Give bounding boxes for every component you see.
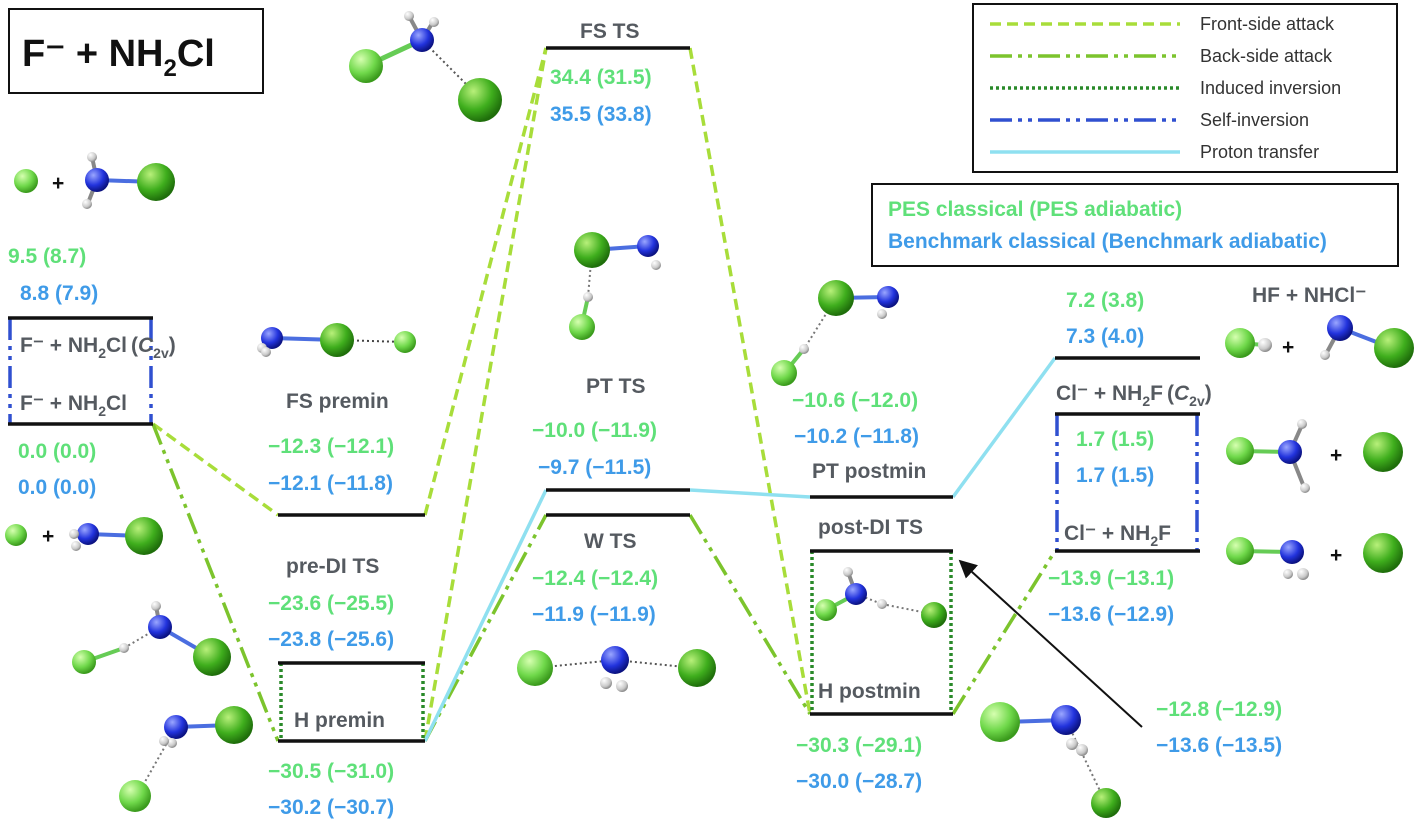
molecule-pt-postmin	[771, 280, 899, 386]
pre-di-ts-bench: −23.8 (−25.6)	[268, 628, 394, 651]
h-postmin-label: H postmin	[818, 680, 921, 703]
legend-row: Back-side attack	[990, 46, 1333, 66]
plus-sign: +	[52, 172, 64, 195]
legend-label: Back-side attack	[1200, 46, 1333, 66]
fs-line-hpremin-fsts	[423, 47, 548, 742]
legend-label: Proton transfer	[1200, 142, 1319, 162]
products-c2v-pes: 1.7 (1.5)	[1076, 428, 1154, 451]
pre-di-ts-pes: −23.6 (−25.5)	[268, 592, 394, 615]
fs-ts-bench: 35.5 (33.8)	[550, 103, 652, 126]
bs-line-hpostmin-prod	[951, 550, 1057, 715]
fs-ts-label: FS TS	[580, 20, 640, 43]
pt-line-ptpostmin-hf	[951, 356, 1057, 499]
fs-premin-bench: −12.1 (−11.8)	[268, 472, 393, 495]
h-premin-bench: −30.2 (−30.7)	[268, 796, 394, 819]
w-ts-label: W TS	[584, 530, 637, 553]
molecule-reactants: +	[5, 517, 163, 555]
hf-nhcl-bench: 7.3 (4.0)	[1066, 325, 1144, 348]
plus-sign: +	[1282, 336, 1294, 359]
molecule-fs-ts	[349, 11, 502, 122]
fs-ts-pes: 34.4 (31.5)	[550, 66, 652, 89]
legend-row: Proton transfer	[990, 142, 1319, 162]
hf-nhcl-label: HF + NHCl⁻	[1252, 284, 1366, 307]
molecule-h-postmin	[980, 702, 1121, 818]
molecules: + +	[5, 11, 1414, 818]
pt-ts-bench: −9.7 (−11.5)	[538, 456, 651, 479]
pre-di-ts-label: pre-DI TS	[286, 555, 379, 578]
h-premin-pes: −30.5 (−31.0)	[268, 760, 394, 783]
legend-row: Self-inversion	[990, 110, 1309, 130]
fs-line-fsts-hpostmin	[688, 47, 812, 715]
pt-line-hpremin-ptts	[423, 489, 548, 742]
info-box: PES classical (PES adiabatic) Benchmark …	[871, 183, 1399, 267]
products-bench: −13.6 (−12.9)	[1048, 603, 1174, 626]
legend-label: Self-inversion	[1200, 110, 1309, 130]
molecule-w-ts	[517, 646, 716, 692]
reactants-bench: 0.0 (0.0)	[18, 476, 96, 499]
plus-sign: +	[42, 525, 54, 548]
fs-premin-pes: −12.3 (−12.1)	[268, 435, 394, 458]
reactants-c2v-pes: 9.5 (8.7)	[8, 245, 86, 268]
pt-postmin-label: PT postmin	[812, 460, 926, 483]
plus-sign: +	[1330, 544, 1342, 567]
reactants-c2v-label: F⁻ + NH2Cl(C2v)	[20, 334, 176, 361]
fs-premin-label: FS premin	[286, 390, 389, 413]
products-pes: −13.9 (−13.1)	[1048, 567, 1174, 590]
h-postmin-bench: −30.0 (−28.7)	[796, 770, 922, 793]
legend-row: Front-side attack	[990, 14, 1335, 34]
molecule-post-di-ts	[815, 567, 947, 628]
bs-line-wts-hpostmin	[688, 514, 812, 715]
molecule-h-premin	[119, 706, 253, 812]
post-di-arrow	[958, 559, 1143, 728]
h-postmin-pes: −30.3 (−29.1)	[796, 734, 922, 757]
reactants-pes: 0.0 (0.0)	[18, 440, 96, 463]
hf-nhcl-pes: 7.2 (3.8)	[1066, 289, 1144, 312]
products-c2v-label: Cl⁻ + NH2F(C2v)	[1056, 382, 1212, 409]
pt-postmin-bench: −10.2 (−11.8)	[794, 425, 919, 448]
title-text: F⁻ + NH2Cl	[22, 33, 215, 82]
molecule-products-c2v: +	[1226, 419, 1403, 493]
title-box: F⁻ + NH2Cl	[8, 8, 264, 94]
h-premin-label: H premin	[294, 709, 385, 732]
w-ts-pes: −12.4 (−12.4)	[532, 567, 658, 590]
molecule-hf-nhcl: +	[1225, 315, 1414, 368]
plus-sign: +	[1330, 444, 1342, 467]
legend-label: Front-side attack	[1200, 14, 1335, 34]
fs-line-reac-fspremin	[151, 422, 280, 517]
post-di-ts-bench: −13.6 (−13.5)	[1156, 734, 1282, 757]
molecule-products: +	[1226, 533, 1403, 580]
molecule-pt-ts	[569, 232, 661, 340]
reactants-c2v-bench: 8.8 (7.9)	[20, 282, 98, 305]
molecule-reactants-c2v: +	[14, 152, 175, 209]
reactants-label: F⁻ + NH2Cl	[20, 392, 127, 419]
info-benchmark-label: Benchmark classical (Benchmark adiabatic…	[888, 230, 1327, 253]
post-di-ts-label: post-DI TS	[818, 516, 923, 539]
fs-line-fspremin-fsts	[423, 47, 548, 516]
pt-postmin-pes: −10.6 (−12.0)	[792, 389, 918, 412]
legend-row: Induced inversion	[990, 78, 1341, 98]
post-di-ts-pes: −12.8 (−12.9)	[1156, 698, 1282, 721]
molecule-fs-premin	[257, 323, 416, 357]
products-c2v-bench: 1.7 (1.5)	[1076, 464, 1154, 487]
w-ts-bench: −11.9 (−11.9)	[532, 603, 656, 626]
molecule-pre-di-ts	[72, 601, 231, 676]
pt-ts-label: PT TS	[586, 375, 646, 398]
legend-label: Induced inversion	[1200, 78, 1341, 98]
pt-ts-pes: −10.0 (−11.9)	[532, 419, 657, 442]
bs-line-reac-hpremin	[151, 423, 280, 742]
info-pes-label: PES classical (PES adiabatic)	[888, 198, 1182, 221]
products-label: Cl⁻ + NH2F	[1064, 522, 1171, 549]
pathway-lines	[8, 47, 1199, 742]
labels: 9.5 (8.7) 8.8 (7.9) F⁻ + NH2Cl(C2v) F⁻ +…	[8, 20, 1366, 819]
bs-line-hpremin-wts	[423, 514, 548, 742]
pt-line-ptts-ptpostmin	[689, 488, 811, 499]
energy-levels	[8, 46, 1200, 743]
